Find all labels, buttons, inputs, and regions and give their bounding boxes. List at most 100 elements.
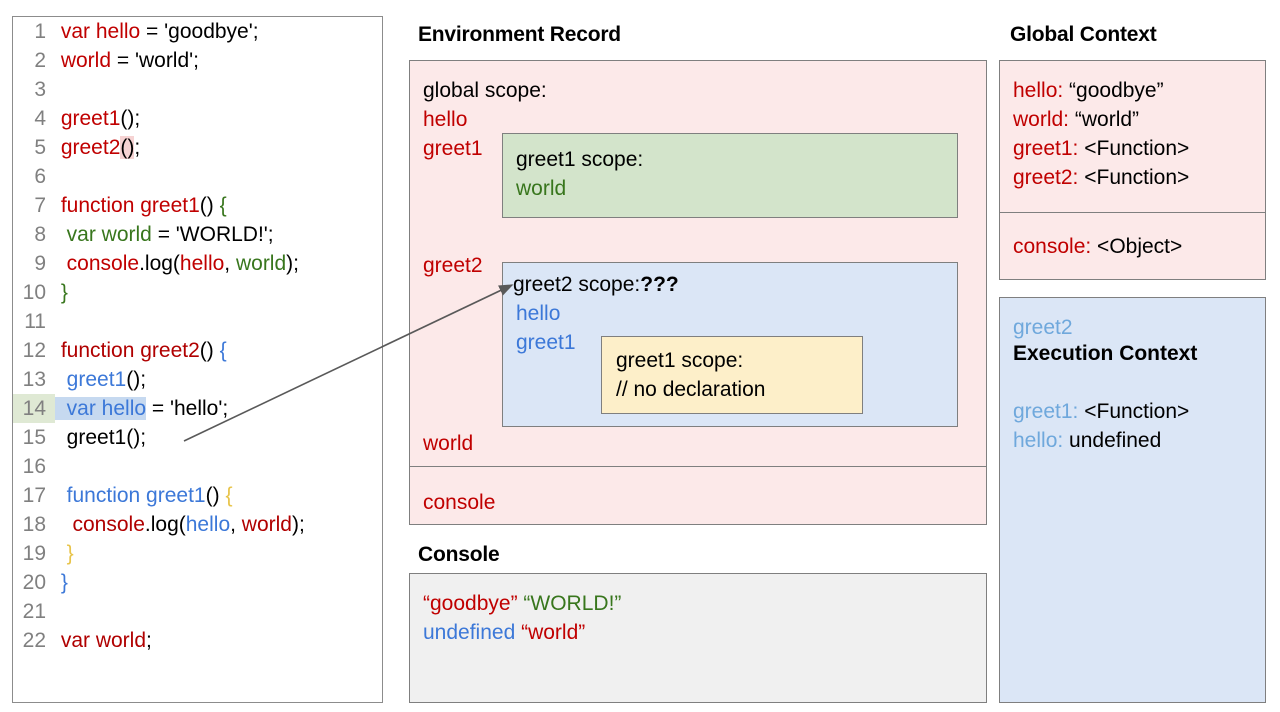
variable-value: “goodbye” [1063, 79, 1164, 102]
code-line[interactable]: 20 } [13, 568, 382, 597]
code-line[interactable]: 13 greet1(); [13, 365, 382, 394]
code-line[interactable]: 11 [13, 307, 382, 336]
greet2-exec-context-name: greet2 [1013, 316, 1073, 339]
inner-greet1-scope-title: greet1 scope: [616, 349, 744, 372]
global-context-panel: hello: “goodbye” world: “world” greet1: <F… [999, 60, 1266, 280]
code-token: = 'goodbye'; [140, 20, 259, 43]
console-title: Console [418, 543, 500, 566]
global-scope-section: global scope: hello greet1 greet2 world … [410, 61, 986, 467]
code-line-content: greet1(); [55, 104, 382, 133]
variable-value: “world” [1069, 108, 1140, 131]
code-line-content: var hello = 'goodbye'; [55, 17, 382, 46]
code-line-number: 5 [34, 136, 46, 159]
code-line[interactable]: 5 greet2(); [13, 133, 382, 162]
global-context-console-row: console: <Object> [1000, 213, 1265, 279]
code-line-content: function greet1() { [55, 191, 382, 220]
code-token: world [235, 252, 287, 275]
code-line[interactable]: 4 greet1(); [13, 104, 382, 133]
code-line[interactable]: 2 world = 'world'; [13, 46, 382, 75]
code-token: function greet2 [55, 339, 200, 362]
code-token: = 'WORLD!'; [151, 223, 274, 246]
code-line[interactable]: 19 } [13, 539, 382, 568]
code-token: (); [126, 368, 147, 391]
variable-key: greet1: [1013, 400, 1079, 423]
code-line-number: 1 [34, 20, 46, 43]
code-line[interactable]: 14 var hello = 'hello'; [13, 394, 382, 423]
console-output-panel: “goodbye” “WORLD!” undefined “world” [409, 573, 987, 703]
variable-value: <Function> [1078, 137, 1190, 160]
console-output-line: undefined “world” [423, 621, 585, 645]
code-line-content: var world = 'WORLD!'; [55, 220, 382, 249]
code-line[interactable]: 1 var hello = 'goodbye'; [13, 17, 382, 46]
code-line-number: 21 [22, 600, 46, 623]
code-token: () [199, 194, 220, 217]
code-line[interactable]: 21 [13, 597, 382, 626]
code-token: var world [55, 629, 147, 652]
code-line-number: 7 [34, 194, 46, 217]
greet1-scope-box: greet1 scope: world [502, 133, 958, 218]
global-context-variable: hello: “goodbye” [1013, 79, 1164, 103]
code-line-number: 11 [24, 310, 46, 333]
variable-value: <Object> [1091, 235, 1183, 258]
global-scope-label: global scope: [423, 79, 547, 102]
code-line-content: } [55, 539, 382, 568]
code-token: var world [55, 223, 152, 246]
code-token: } [55, 571, 68, 594]
code-line-number: 4 [34, 107, 46, 130]
code-token: greet1(); [55, 426, 147, 449]
code-line-content: function greet1() { [55, 481, 382, 510]
code-line-content: greet1(); [55, 423, 382, 452]
code-token: = 'world'; [111, 49, 199, 72]
code-token: function greet1 [55, 194, 200, 217]
code-editor-panel[interactable]: 1 var hello = 'goodbye';2 world = 'world… [12, 16, 383, 703]
variable-key: hello: [1013, 429, 1064, 452]
code-token: () [199, 339, 220, 362]
env-console-section: console [410, 467, 986, 524]
code-line[interactable]: 22 var world; [13, 626, 382, 655]
code-token: ); [291, 513, 305, 536]
code-token: world [55, 49, 112, 72]
code-token: .log( [144, 513, 186, 536]
code-line-content: var hello = 'hello'; [55, 394, 382, 423]
code-token: , [224, 252, 236, 275]
env-binding-world: world [423, 432, 474, 455]
code-line-content: console.log(hello, world); [55, 249, 382, 278]
code-line[interactable]: 3 [13, 75, 382, 104]
code-line[interactable]: 12 function greet2() { [13, 336, 382, 365]
code-token: = 'hello'; [146, 397, 229, 420]
code-token: greet1 [55, 368, 127, 391]
code-line[interactable]: 16 [13, 452, 382, 481]
code-token: var hello [55, 20, 141, 43]
code-line-number: 6 [34, 165, 46, 188]
code-line-number: 18 [22, 513, 46, 536]
code-line[interactable]: 15 greet1(); [13, 423, 382, 452]
variable-key: world: [1013, 108, 1070, 131]
code-token: (); [120, 107, 141, 130]
code-line-content: greet2(); [55, 133, 382, 162]
code-line-content: console.log(hello, world); [55, 510, 382, 539]
env-binding-greet1: greet1 [423, 137, 483, 160]
greet2-exec-var-greet1: greet1: <Function> [1013, 400, 1189, 424]
code-token: console [55, 513, 145, 536]
code-line[interactable]: 7 function greet1() { [13, 191, 382, 220]
code-line[interactable]: 6 [13, 162, 382, 191]
code-line-content: function greet2() { [55, 336, 382, 365]
greet2-scope-binding-hello: hello [516, 302, 561, 325]
variable-value: <Function> [1078, 400, 1190, 423]
code-line[interactable]: 10 } [13, 278, 382, 307]
code-line-content: } [55, 278, 382, 307]
greet2-exec-var-hello: hello: undefined [1013, 429, 1161, 453]
code-line[interactable]: 9 console.log(hello, world); [13, 249, 382, 278]
variable-key: greet1: [1013, 137, 1079, 160]
code-line[interactable]: 18 console.log(hello, world); [13, 510, 382, 539]
code-line-number: 3 [34, 78, 46, 101]
code-line-number: 16 [22, 455, 46, 478]
code-token: hello [179, 252, 225, 275]
code-line[interactable]: 8 var world = 'WORLD!'; [13, 220, 382, 249]
code-line-number: 17 [22, 484, 46, 507]
code-token: ; [134, 136, 141, 159]
code-line-number: 15 [22, 426, 46, 449]
code-line-number: 12 [22, 339, 46, 362]
code-line[interactable]: 17 function greet1() { [13, 481, 382, 510]
code-line-number: 10 [22, 281, 46, 304]
